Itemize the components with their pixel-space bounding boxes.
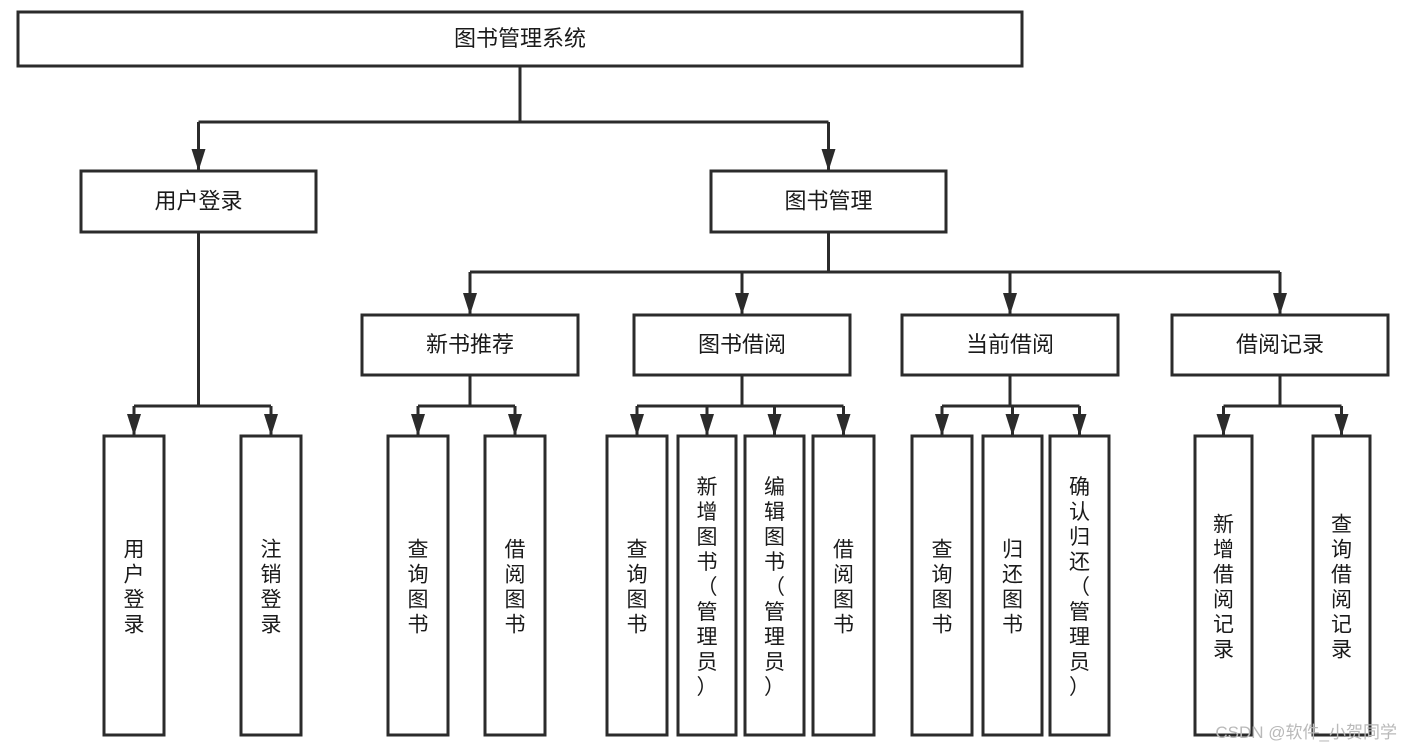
node-box[interactable] xyxy=(239,434,303,737)
arrow-head xyxy=(1072,414,1087,436)
node-root[interactable]: 图书管理系统 xyxy=(16,10,1024,68)
node-book-borrow[interactable]: 图书借阅 xyxy=(632,313,852,377)
node-box[interactable] xyxy=(900,313,1120,377)
node-label: 查询图书 xyxy=(627,539,648,637)
arrow-head xyxy=(836,414,851,436)
node-label: 新增借阅记录 xyxy=(1213,514,1234,662)
node-leaf-add-book[interactable]: 新增图书（管理员） xyxy=(676,434,738,737)
node-leaf-add-record[interactable]: 新增借阅记录 xyxy=(1193,434,1254,737)
arrow-head xyxy=(735,293,749,315)
node-label: 查询借阅记录 xyxy=(1331,514,1352,662)
node-box[interactable] xyxy=(743,434,806,737)
node-box[interactable] xyxy=(102,434,166,737)
node-box[interactable] xyxy=(1048,434,1111,737)
arrow-head xyxy=(127,414,141,436)
node-borrow-record[interactable]: 借阅记录 xyxy=(1170,313,1390,377)
node-leaf-query-book-2[interactable]: 查询图书 xyxy=(605,434,669,737)
node-box[interactable] xyxy=(811,434,876,737)
node-label: 用户登录 xyxy=(154,188,242,213)
arrow-head xyxy=(935,414,949,436)
node-box[interactable] xyxy=(16,10,1024,68)
node-leaf-borrow-book-2[interactable]: 借阅图书 xyxy=(811,434,876,737)
arrow-head xyxy=(264,414,278,436)
node-leaf-query-book-1[interactable]: 查询图书 xyxy=(386,434,450,737)
arrow-head xyxy=(463,293,477,315)
node-box[interactable] xyxy=(1170,313,1390,377)
node-box[interactable] xyxy=(1311,434,1372,737)
node-leaf-borrow-book-1[interactable]: 借阅图书 xyxy=(483,434,547,737)
node-leaf-query-record[interactable]: 查询借阅记录 xyxy=(1311,434,1372,737)
node-leaf-user-login[interactable]: 用户登录 xyxy=(102,434,166,737)
watermark-label: CSDN @软件_小贺同学 xyxy=(1215,723,1397,742)
node-box[interactable] xyxy=(632,313,852,377)
node-label: 归还图书 xyxy=(1002,539,1023,637)
node-leaf-confirm-return[interactable]: 确认归还（管理员） xyxy=(1048,434,1111,737)
node-label: 新书推荐 xyxy=(426,332,514,357)
node-box[interactable] xyxy=(360,313,580,377)
node-box[interactable] xyxy=(386,434,450,737)
arrow-head xyxy=(630,414,644,436)
node-label: 编辑图书（管理员） xyxy=(764,476,785,699)
node-label: 确认归还（管理员） xyxy=(1069,476,1090,699)
arrow-head xyxy=(508,414,522,436)
arrow-head xyxy=(411,414,425,436)
arrow-head xyxy=(1273,293,1287,315)
arrow-head xyxy=(1216,414,1231,436)
node-new-book-rec[interactable]: 新书推荐 xyxy=(360,313,580,377)
node-box[interactable] xyxy=(676,434,738,737)
node-leaf-logout[interactable]: 注销登录 xyxy=(239,434,303,737)
node-label: 当前借阅 xyxy=(966,332,1054,357)
node-label: 借阅图书 xyxy=(833,539,854,637)
connector-edges xyxy=(127,66,1349,436)
node-box[interactable] xyxy=(981,434,1044,737)
arrow-head xyxy=(1005,414,1020,436)
node-label: 图书管理系统 xyxy=(454,26,586,51)
node-box[interactable] xyxy=(79,169,318,234)
node-label: 用户登录 xyxy=(124,539,145,637)
node-label: 新增图书（管理员） xyxy=(697,476,718,699)
node-box[interactable] xyxy=(1193,434,1254,737)
node-label: 图书管理 xyxy=(784,188,872,213)
diagram-nodes: 图书管理系统用户登录图书管理新书推荐图书借阅当前借阅借阅记录用户登录注销登录查询… xyxy=(16,10,1390,737)
node-label: 借阅记录 xyxy=(1236,332,1324,357)
arrow-head xyxy=(700,414,714,436)
node-leaf-query-book-3[interactable]: 查询图书 xyxy=(910,434,974,737)
node-book-manage[interactable]: 图书管理 xyxy=(709,169,948,234)
node-user-login[interactable]: 用户登录 xyxy=(79,169,318,234)
node-current-borrow[interactable]: 当前借阅 xyxy=(900,313,1120,377)
node-box[interactable] xyxy=(605,434,669,737)
node-label: 查询图书 xyxy=(408,539,429,637)
node-leaf-edit-book[interactable]: 编辑图书（管理员） xyxy=(743,434,806,737)
node-label: 注销登录 xyxy=(261,539,282,637)
arrow-head xyxy=(767,414,782,436)
node-label: 查询图书 xyxy=(932,539,953,637)
arrow-head xyxy=(1334,414,1349,436)
node-box[interactable] xyxy=(483,434,547,737)
node-label: 借阅图书 xyxy=(505,539,526,637)
node-box[interactable] xyxy=(910,434,974,737)
arrow-head xyxy=(1003,293,1017,315)
node-label: 图书借阅 xyxy=(698,332,786,357)
node-box[interactable] xyxy=(709,169,948,234)
arrow-head xyxy=(821,149,836,171)
arrow-head xyxy=(191,149,206,171)
node-leaf-return-book[interactable]: 归还图书 xyxy=(981,434,1044,737)
